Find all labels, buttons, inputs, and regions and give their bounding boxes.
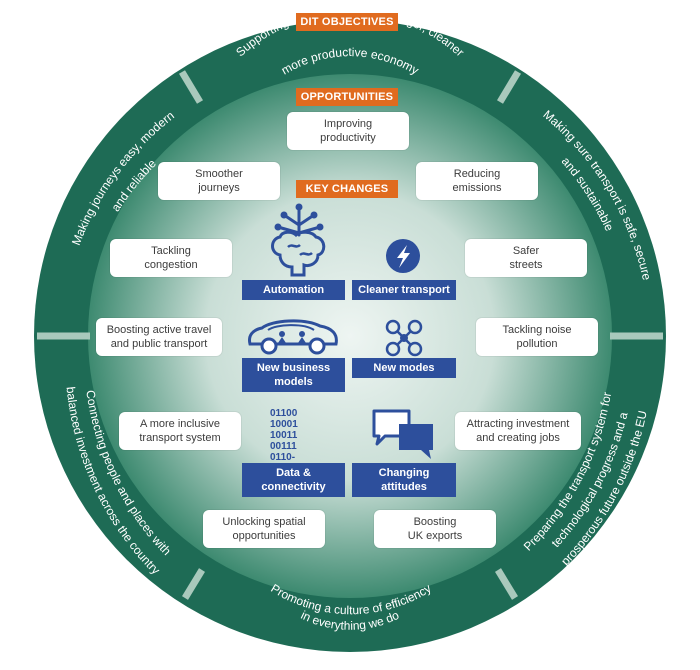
opportunity-line: Improving bbox=[323, 118, 373, 130]
speech-bubbles-icon bbox=[372, 409, 433, 459]
key-change-label: Cleaner transport bbox=[358, 284, 450, 296]
key-change-new-business-models: New business models bbox=[242, 358, 345, 392]
key-change-data-connectivity: Data & connectivity bbox=[242, 463, 345, 497]
opportunity-line: congestion bbox=[144, 259, 198, 271]
key-change-cleaner-transport: Cleaner transport bbox=[352, 280, 456, 300]
opportunity-line: Attracting investment bbox=[466, 418, 570, 430]
opportunity-boosting-active-travel: Boosting active travel and public transpo… bbox=[96, 318, 222, 356]
binary-row: 01100 bbox=[270, 408, 298, 419]
key-change-new-modes: New modes bbox=[352, 358, 456, 378]
opportunity-line: pollution bbox=[516, 338, 558, 350]
opportunity-line: productivity bbox=[320, 132, 376, 144]
key-change-label: New business bbox=[256, 362, 331, 374]
opportunity-tackling-noise: Tackling noise pollution bbox=[476, 318, 598, 356]
opportunity-safer-streets: Safer streets bbox=[465, 239, 587, 277]
banner-opportunities: OPPORTUNITIES bbox=[296, 88, 398, 106]
opportunity-line: opportunities bbox=[232, 530, 296, 542]
opportunity-line: Tackling bbox=[151, 245, 191, 257]
opportunity-line: and creating jobs bbox=[476, 432, 560, 444]
lightning-bolt-icon bbox=[386, 239, 420, 273]
opportunity-line: Tackling noise bbox=[502, 324, 572, 336]
binary-row: 00111 bbox=[270, 441, 297, 452]
opportunity-line: and public transport bbox=[110, 338, 208, 350]
opportunity-line: Boosting active travel bbox=[106, 324, 212, 336]
drone-icon bbox=[385, 319, 423, 357]
key-change-label: Changing bbox=[378, 467, 430, 479]
opportunity-spatial-opportunities: Unlocking spatial opportunities bbox=[203, 510, 325, 548]
opportunity-uk-exports: Boosting UK exports bbox=[374, 510, 496, 548]
opportunity-line: Unlocking spatial bbox=[222, 516, 306, 528]
inner-disc bbox=[88, 74, 612, 598]
key-change-label: models bbox=[274, 376, 313, 388]
banner-dit-objectives: DIT OBJECTIVES bbox=[296, 13, 398, 31]
opportunity-line: A more inclusive bbox=[139, 418, 221, 430]
opportunity-attracting-investment: Attracting investment and creating jobs bbox=[455, 412, 581, 450]
key-change-label: New modes bbox=[373, 362, 435, 374]
key-change-label: Data & bbox=[276, 467, 311, 479]
binary-row: 0110- bbox=[270, 452, 295, 462]
autonomous-car-icon bbox=[248, 319, 338, 355]
binary-row: 10011 bbox=[270, 430, 298, 441]
binary-row: 10001 bbox=[270, 419, 298, 430]
opportunity-line: Smoother bbox=[195, 168, 243, 180]
key-change-automation: Automation bbox=[242, 280, 345, 300]
binary-data-icon: 01100 10001 10011 00111 0110- bbox=[270, 408, 298, 462]
opportunity-tackling-congestion: Tackling congestion bbox=[110, 239, 232, 277]
brain-circuit-icon bbox=[271, 203, 326, 277]
opportunity-line: Boosting bbox=[413, 516, 457, 528]
ring-dividers bbox=[37, 70, 663, 600]
opportunity-line: emissions bbox=[452, 182, 502, 194]
opportunity-line: journeys bbox=[198, 182, 240, 194]
key-change-changing-attitudes: Changing attitudes bbox=[352, 463, 456, 497]
opportunity-line: streets bbox=[509, 259, 543, 271]
banner-key-changes: KEY CHANGES bbox=[296, 180, 398, 198]
opportunity-improving-productivity: Improving productivity bbox=[287, 112, 409, 150]
key-change-label: attitudes bbox=[381, 481, 427, 493]
opportunity-line: Safer bbox=[512, 245, 540, 257]
opportunity-line: UK exports bbox=[407, 530, 463, 542]
opportunity-line: transport system bbox=[139, 432, 221, 444]
key-change-label: Automation bbox=[262, 284, 325, 296]
opportunity-inclusive-transport: A more inclusive transport system bbox=[119, 412, 241, 450]
opportunity-line: Reducing bbox=[453, 168, 501, 180]
opportunity-smoother-journeys: Smoother journeys bbox=[158, 162, 280, 200]
key-change-label: connectivity bbox=[261, 481, 326, 493]
opportunity-reducing-emissions: Reducing emissions bbox=[416, 162, 538, 200]
